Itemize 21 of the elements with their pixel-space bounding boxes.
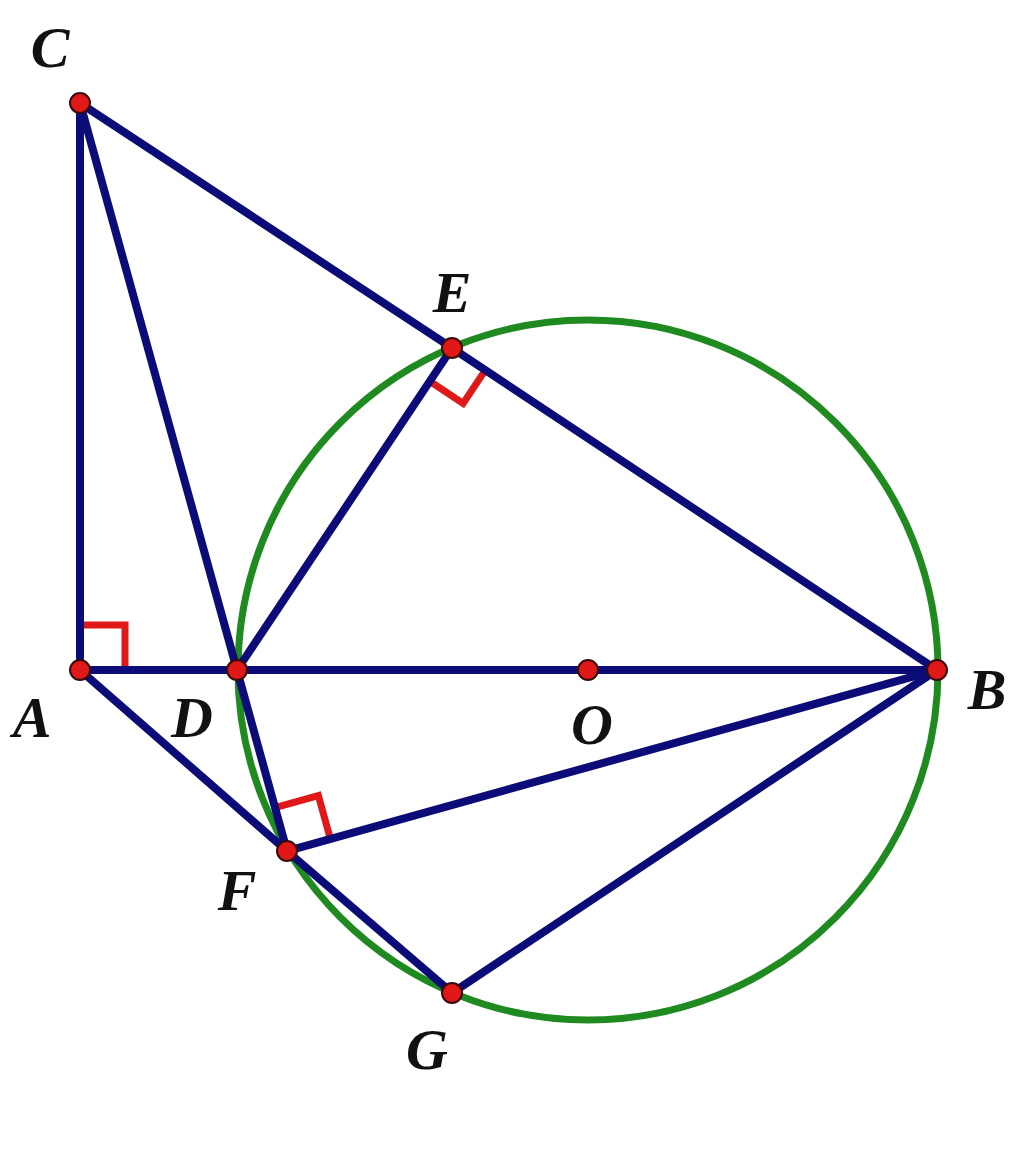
point-label: F <box>217 862 257 920</box>
line-segment <box>457 350 932 668</box>
line-segment <box>84 673 283 848</box>
point-marker <box>69 659 91 681</box>
point-marker <box>226 659 248 681</box>
point-marker <box>577 659 599 681</box>
point-label: A <box>12 689 52 747</box>
line-segment <box>291 854 448 990</box>
point-marker <box>69 92 91 114</box>
point-marker <box>926 659 948 681</box>
point-marker <box>276 840 298 862</box>
point-label: O <box>571 696 613 754</box>
point-label: E <box>432 264 472 322</box>
point-marker <box>441 337 463 359</box>
line-segment <box>239 353 450 665</box>
point-label: G <box>406 1021 448 1079</box>
line-segment <box>85 105 447 346</box>
point-label: D <box>171 689 213 747</box>
point-marker <box>441 982 463 1004</box>
point-label: C <box>30 19 70 77</box>
point-label: B <box>967 661 1007 719</box>
